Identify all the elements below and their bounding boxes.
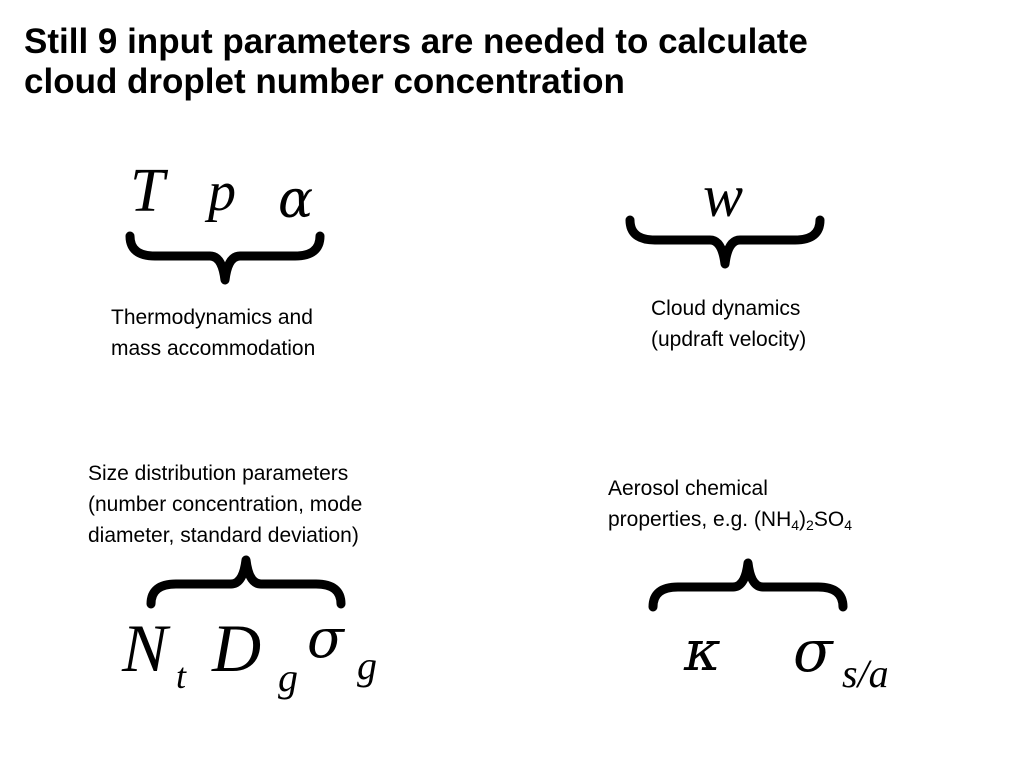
size-caption-line-1: Size distribution parameters <box>88 462 349 485</box>
chem-sub-2: 2 <box>806 517 814 533</box>
symbol-kappa: κ <box>684 619 721 684</box>
underbrace-dynamics <box>625 215 825 269</box>
size-caption-line-3: diameter, standard deviation) <box>88 524 359 547</box>
overbrace-chem <box>648 558 848 612</box>
subscript-s-over-a: s/a <box>842 651 889 696</box>
chem-sub-4b: 4 <box>844 517 852 533</box>
chem-formula-paren: ) <box>799 508 807 531</box>
symbol-sigma-g: σ <box>307 607 344 670</box>
underbrace-thermo <box>125 231 325 285</box>
dynamics-caption: Cloud dynamics (updraft velocity) <box>651 293 806 355</box>
size-caption: Size distribution parameters (number con… <box>88 458 362 551</box>
chem-caption: Aerosol chemical properties, e.g. (NH4)2… <box>608 473 852 535</box>
dynamics-caption-line-1: Cloud dynamics <box>651 297 801 320</box>
size-caption-line-2: (number concentration, mode <box>88 493 363 516</box>
title-line-1: Still 9 input parameters are needed to c… <box>24 22 808 61</box>
symbol-alpha: α <box>278 170 314 230</box>
symbol-N: N <box>122 610 168 686</box>
subscript-g-D: g <box>278 655 298 700</box>
thermo-caption-line-2: mass accommodation <box>111 337 316 360</box>
slide-title: Still 9 input parameters are needed to c… <box>24 22 984 102</box>
overbrace-size <box>146 555 346 609</box>
chem-sub-4a: 4 <box>791 517 800 533</box>
symbol-T: T <box>130 157 165 225</box>
title-line-2: cloud droplet number concentration <box>24 62 625 101</box>
thermo-caption-line-1: Thermodynamics and <box>111 306 313 329</box>
thermo-caption: Thermodynamics and mass accommodation <box>111 302 315 364</box>
symbol-sigma-sa: σ <box>793 617 833 685</box>
symbol-D: D <box>212 610 262 686</box>
chem-formula-prefix: properties, e.g. (NH <box>608 508 792 531</box>
subscript-g-sigma: g <box>357 643 377 688</box>
chem-formula-so: SO <box>813 508 845 531</box>
symbol-w: w <box>703 163 744 229</box>
subscript-t: t <box>176 656 187 696</box>
chem-caption-line-1: Aerosol chemical <box>608 477 768 500</box>
symbol-p: p <box>208 161 236 223</box>
dynamics-caption-line-2: (updraft velocity) <box>651 328 807 351</box>
chem-caption-line-2: properties, e.g. (NH4)2SO4 <box>608 504 852 535</box>
